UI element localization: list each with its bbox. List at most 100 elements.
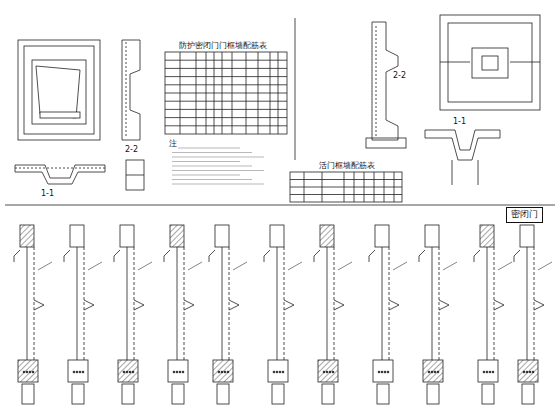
detail-line — [258, 52, 259, 134]
detail-line — [32, 371, 34, 373]
detail-line — [437, 371, 439, 373]
detail-line — [165, 60, 287, 61]
detail-line — [77, 247, 78, 360]
detail-line — [196, 52, 197, 134]
detail-line — [172, 161, 240, 162]
detail-line — [439, 300, 449, 310]
detail-line — [387, 371, 389, 373]
drawing-label: 1-1 — [452, 118, 467, 127]
detail-line — [179, 371, 181, 373]
detail-line — [165, 93, 287, 94]
detail-line — [73, 371, 75, 373]
detail-line — [526, 371, 528, 373]
detail-line — [334, 247, 335, 360]
detail-block — [423, 360, 443, 382]
detail-line — [164, 250, 170, 262]
detail-line — [233, 262, 247, 270]
drawing-label: 1-1 — [40, 190, 55, 199]
detail-line — [232, 52, 233, 134]
detail-line — [224, 371, 226, 373]
detail-line — [132, 371, 134, 373]
detail-line — [527, 247, 528, 360]
detail-line — [434, 371, 436, 373]
detail-line — [326, 371, 328, 373]
detail-line — [487, 247, 488, 360]
detail-line — [264, 250, 270, 262]
detail-line — [126, 371, 128, 373]
detail-line — [344, 172, 345, 202]
detail-line — [483, 371, 485, 373]
detail-block — [68, 360, 88, 382]
drawing-label: 2-2 — [124, 146, 139, 155]
detail-line — [314, 250, 320, 262]
detail-line — [494, 300, 504, 310]
detail-line — [184, 300, 194, 310]
detail-line — [188, 262, 202, 270]
detail-line — [165, 125, 287, 126]
detail-line — [209, 250, 215, 262]
detail-line — [34, 300, 44, 310]
detail-line — [384, 172, 385, 202]
detail-line — [172, 175, 240, 176]
detail-line — [172, 152, 252, 153]
detail-line — [88, 262, 102, 270]
detail-line — [134, 300, 144, 310]
detail-line — [284, 247, 285, 360]
detail-line — [439, 247, 440, 360]
detail-line — [82, 371, 84, 373]
box-title: 密闭门 — [511, 210, 538, 220]
detail-line — [127, 247, 128, 360]
detail-line — [26, 371, 28, 373]
title-box: 密闭门 — [506, 207, 543, 223]
detail-block — [20, 225, 34, 247]
detail-line — [172, 170, 264, 171]
detail-line — [165, 76, 287, 77]
detail-line — [64, 250, 70, 262]
detail-line — [229, 247, 230, 360]
detail-line — [514, 250, 520, 262]
detail-line — [534, 247, 535, 360]
detail-line — [276, 371, 278, 373]
detail-line — [534, 300, 544, 310]
detail-line — [489, 371, 491, 373]
detail-line — [338, 262, 352, 270]
detail-block — [320, 225, 334, 247]
detail-line — [165, 109, 287, 110]
drawing-label: 2-2 — [392, 72, 407, 81]
detail-line — [329, 371, 331, 373]
detail-line — [419, 250, 425, 262]
detail-line — [129, 371, 131, 373]
detail-line — [138, 262, 152, 270]
detail-block — [120, 225, 134, 247]
detail-line — [34, 247, 35, 360]
detail-line — [123, 371, 125, 373]
detail-line — [431, 371, 433, 373]
detail-line — [354, 172, 355, 202]
detail-block — [170, 225, 184, 247]
detail-line — [177, 247, 178, 360]
detail-line — [279, 371, 281, 373]
detail-line — [176, 371, 178, 373]
detail-line — [443, 262, 457, 270]
detail-line — [486, 371, 488, 373]
detail-line — [79, 371, 81, 373]
drawing-label: 防护密闭门门框墙配筋表 — [178, 42, 268, 51]
detail-block — [213, 360, 233, 382]
detail-line — [184, 247, 185, 360]
detail-block — [122, 384, 134, 404]
detail-line — [381, 371, 383, 373]
detail-line — [384, 371, 386, 373]
detail-line — [246, 52, 247, 134]
detail-block — [318, 360, 338, 382]
detail-block — [322, 384, 334, 404]
detail-block — [518, 360, 538, 382]
detail-line — [114, 250, 120, 262]
detail-line — [538, 262, 552, 270]
detail-line — [288, 262, 302, 270]
detail-line — [134, 247, 135, 360]
detail-line — [498, 262, 512, 270]
detail-line — [23, 371, 25, 373]
detail-line — [180, 52, 181, 134]
detail-block — [478, 360, 498, 382]
detail-line — [364, 172, 365, 202]
